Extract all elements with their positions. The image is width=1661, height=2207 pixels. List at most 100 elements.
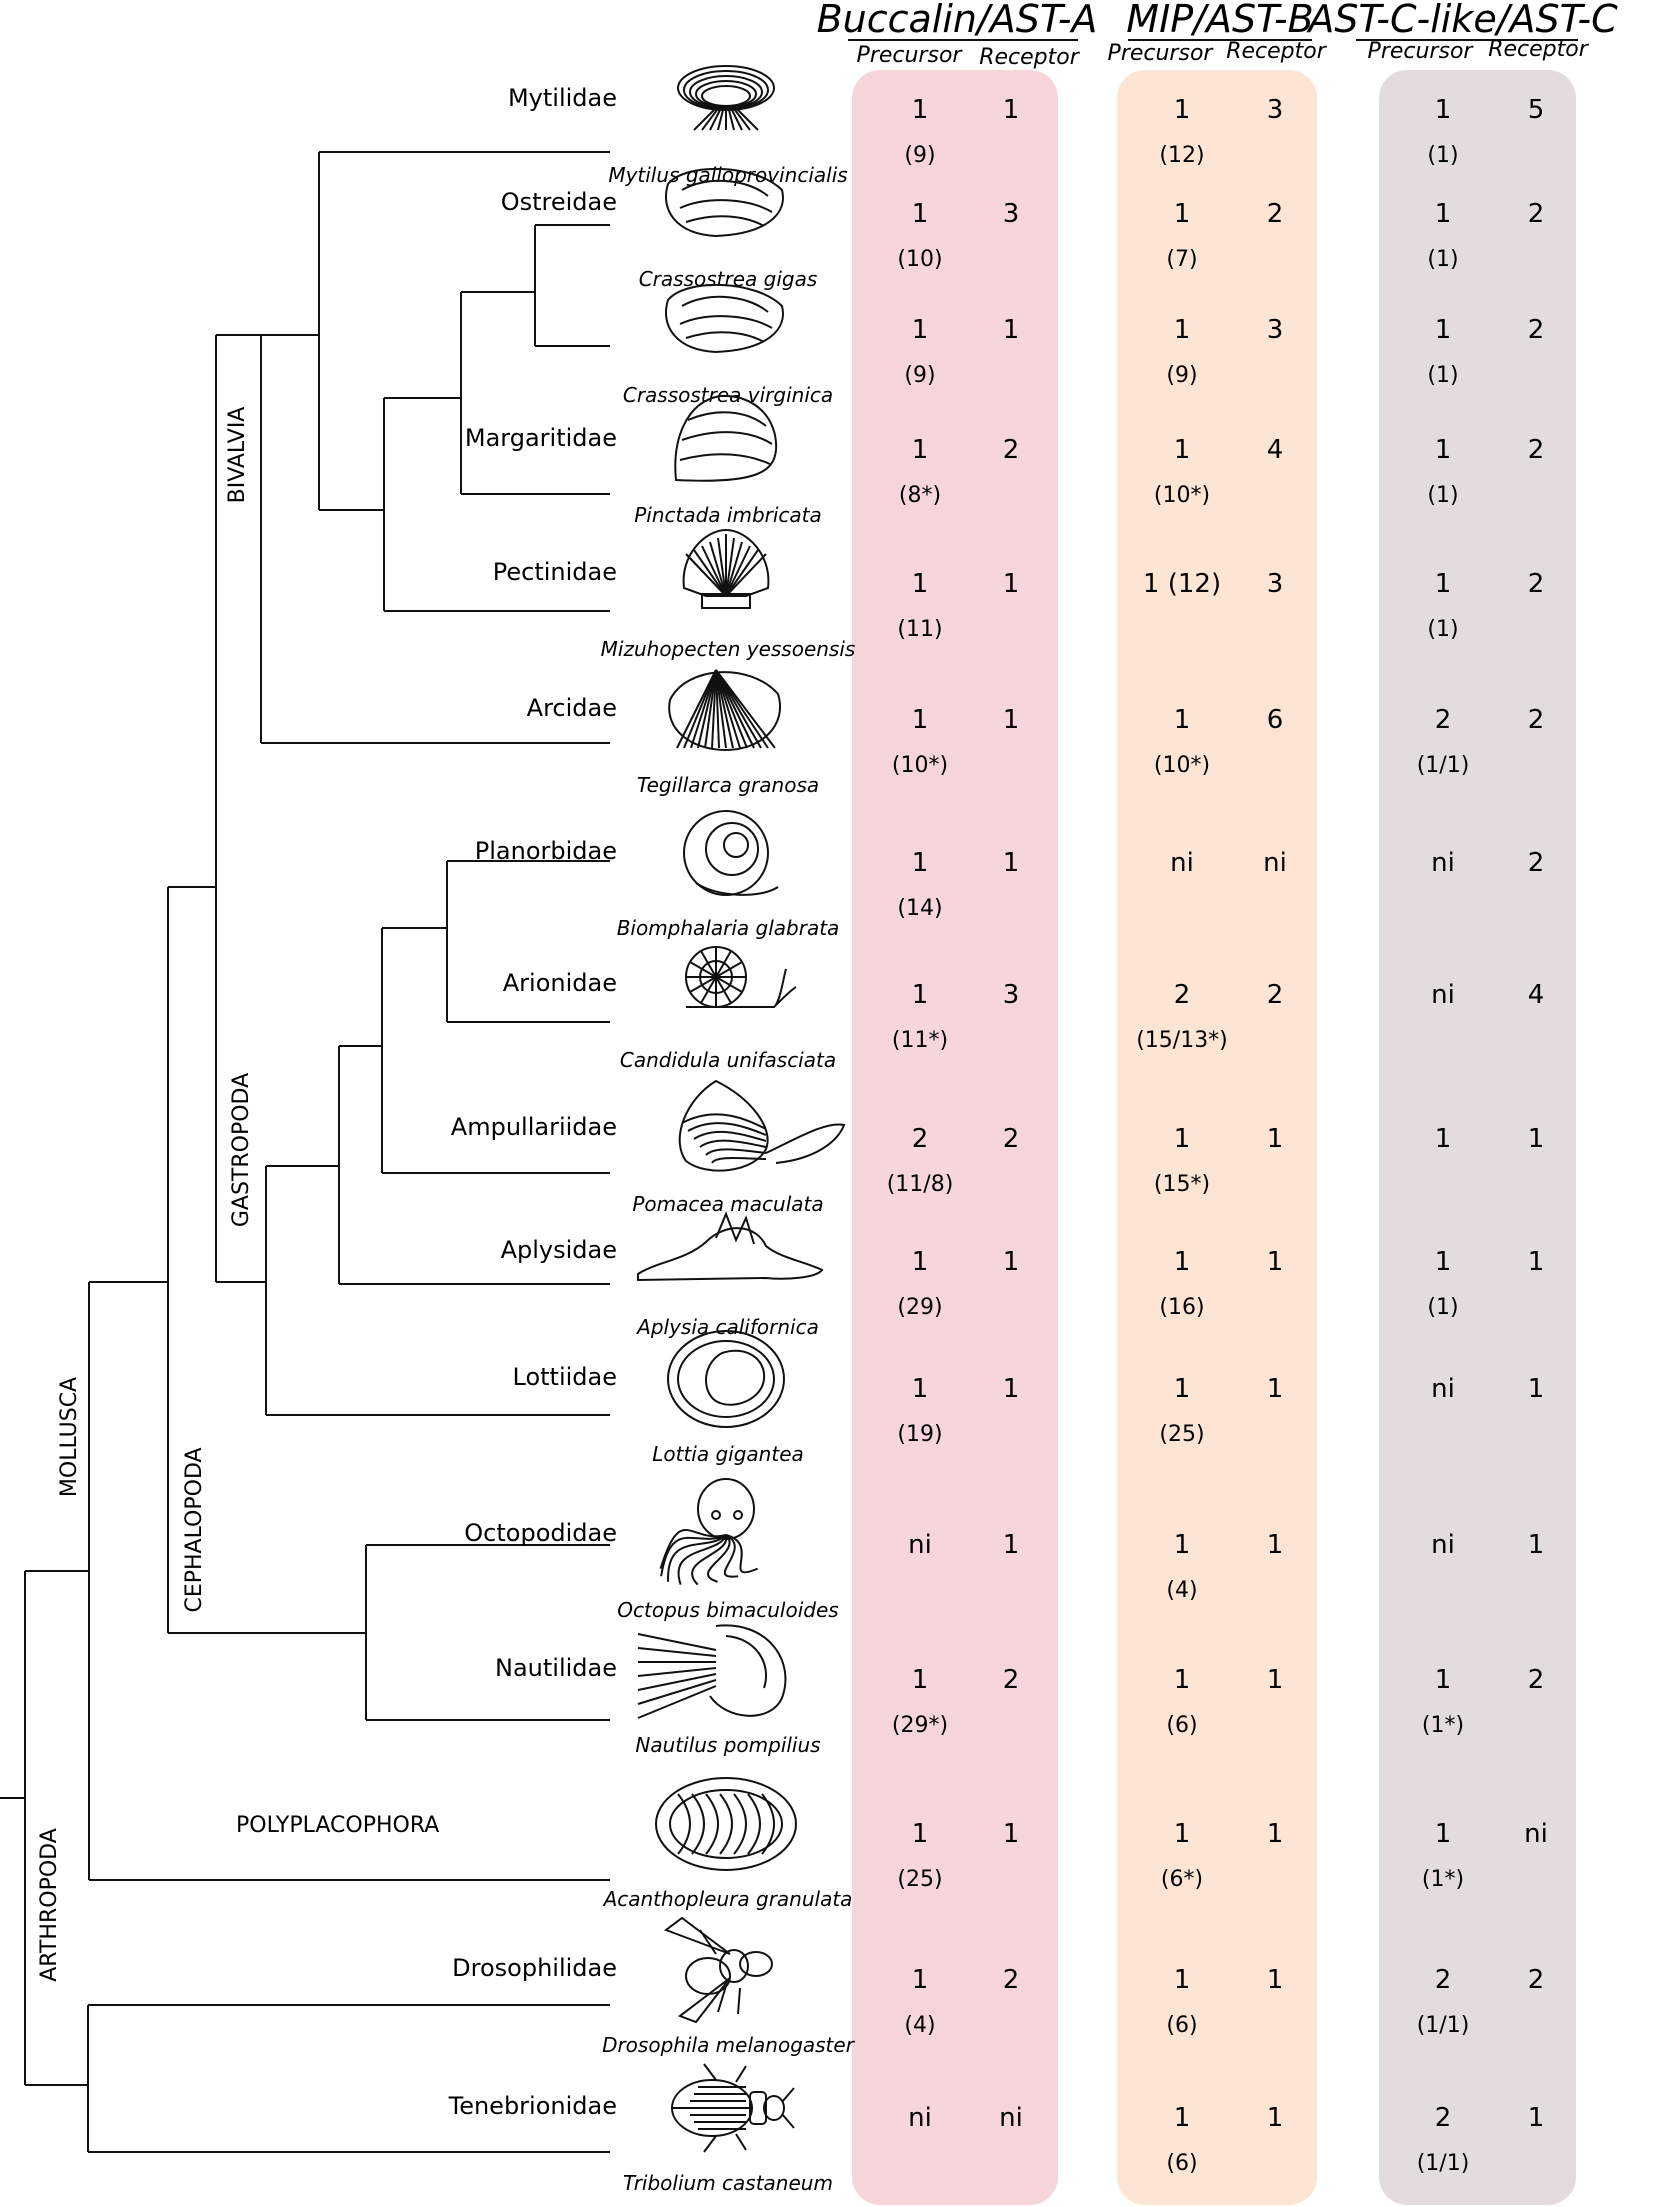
precursor-count-a: 1 xyxy=(912,1965,929,1995)
species-label: Tegillarca granosa xyxy=(637,773,819,797)
header-buccalin-ast-a: Buccalin/AST-A xyxy=(817,0,1098,41)
precursor-detail-b: (6) xyxy=(1166,2013,1197,2038)
receptor-count-b: 1 xyxy=(1267,1124,1284,1154)
octopus-icon xyxy=(659,1478,759,1586)
chiton-icon xyxy=(655,1777,797,1871)
receptor-count-c: 2 xyxy=(1528,199,1545,229)
receptor-count-c: 1 xyxy=(1528,1124,1545,1154)
precursor-count-a: 1 xyxy=(912,199,929,229)
precursor-detail-a: (11*) xyxy=(892,1028,948,1053)
receptor-count-a: 1 xyxy=(1003,569,1020,599)
precursor-detail-b: (10*) xyxy=(1154,753,1210,778)
receptor-count-b: 3 xyxy=(1267,95,1284,125)
receptor-count-c: 1 xyxy=(1528,1374,1545,1404)
precursor-detail-c: (1) xyxy=(1427,1295,1458,1320)
receptor-count-c: 2 xyxy=(1528,315,1545,345)
precursor-detail-c: (1/1) xyxy=(1417,2151,1470,2176)
species-label: Nautilus pompilius xyxy=(635,1733,820,1757)
family-label: Drosophilidae xyxy=(452,1954,617,1982)
family-label: Aplysidae xyxy=(501,1236,617,1264)
receptor-count-b: 1 xyxy=(1267,2103,1284,2133)
receptor-count-b: 1 xyxy=(1267,1965,1284,1995)
precursor-count-b: 1 xyxy=(1174,95,1191,125)
header-mip-ast-b: MIP/AST-B xyxy=(1126,0,1313,41)
receptor-count-c: 2 xyxy=(1528,848,1545,878)
precursor-count-c: 1 xyxy=(1435,95,1452,125)
receptor-count-a: 1 xyxy=(1003,1530,1020,1560)
precursor-count-c: 1 xyxy=(1435,199,1452,229)
precursor-count-b: 1 xyxy=(1174,315,1191,345)
receptor-count-a: 2 xyxy=(1003,1965,1020,1995)
precursor-count-a: ni xyxy=(908,2103,932,2133)
family-label: Tenebrionidae xyxy=(448,2092,617,2120)
land-snail-icon xyxy=(685,946,797,1008)
species-label: Pinctada imbricata xyxy=(634,503,822,527)
precursor-detail-c: (1/1) xyxy=(1417,2013,1470,2038)
receptor-count-b: 1 xyxy=(1267,1530,1284,1560)
ramshorn-snail-icon xyxy=(683,810,779,896)
receptor-count-a: 1 xyxy=(1003,848,1020,878)
precursor-detail-a: (11/8) xyxy=(887,1172,954,1197)
precursor-count-c: 1 xyxy=(1435,315,1452,345)
apple-snail-icon xyxy=(678,1079,846,1172)
precursor-detail-a: (14) xyxy=(897,896,942,921)
phylogenetic-tree xyxy=(0,151,610,2153)
precursor-count-a: 1 xyxy=(912,569,929,599)
header-c-receptor: Receptor xyxy=(1488,37,1590,62)
precursor-count-b: 1 xyxy=(1174,1530,1191,1560)
receptor-count-c: 1 xyxy=(1528,1530,1545,1560)
precursor-detail-a: (19) xyxy=(897,1422,942,1447)
receptor-count-b: 1 xyxy=(1267,1665,1284,1695)
clade-label-mollusca: MOLLUSCA xyxy=(57,1377,82,1497)
header-c-precursor: Precursor xyxy=(1368,39,1475,64)
receptor-count-a: 1 xyxy=(1003,1374,1020,1404)
clade-label-polyplacophora: POLYPLACOPHORA xyxy=(236,1813,439,1838)
column-background-b xyxy=(1117,70,1317,2205)
receptor-count-b: 1 xyxy=(1267,1819,1284,1849)
precursor-count-a: 1 xyxy=(912,1665,929,1695)
precursor-count-a: 1 xyxy=(912,1819,929,1849)
receptor-count-a: ni xyxy=(999,2103,1023,2133)
precursor-count-b: 1 (12) xyxy=(1143,569,1221,599)
precursor-detail-a: (29*) xyxy=(892,1713,948,1738)
receptor-count-b: 2 xyxy=(1267,199,1284,229)
precursor-count-b: 1 xyxy=(1174,1374,1191,1404)
precursor-count-a: 1 xyxy=(912,705,929,735)
header-ast-c: AST-C-like/AST-C xyxy=(1305,0,1618,41)
precursor-detail-a: (10) xyxy=(897,247,942,272)
clade-label-gastropoda: GASTROPODA xyxy=(229,1073,254,1227)
receptor-count-a: 1 xyxy=(1003,705,1020,735)
family-label: Pectinidae xyxy=(493,558,617,586)
receptor-count-a: 1 xyxy=(1003,1819,1020,1849)
receptor-count-b: 4 xyxy=(1267,435,1284,465)
clade-label-bivalvia: BIVALVIA xyxy=(225,407,250,504)
receptor-count-c: 2 xyxy=(1528,705,1545,735)
precursor-detail-b: (7) xyxy=(1166,247,1197,272)
family-label: Arionidae xyxy=(503,969,617,997)
pearl-oyster-shell-icon xyxy=(674,394,778,482)
header-b-receptor: Receptor xyxy=(1226,39,1328,64)
precursor-count-c: ni xyxy=(1431,1530,1455,1560)
precursor-count-b: 1 xyxy=(1174,2103,1191,2133)
receptor-count-a: 1 xyxy=(1003,95,1020,125)
precursor-count-a: 1 xyxy=(912,1247,929,1277)
species-label: Lottia gigantea xyxy=(652,1442,804,1466)
family-label: Ostreidae xyxy=(501,188,617,216)
precursor-detail-b: (9) xyxy=(1166,363,1197,388)
family-label: Mytilidae xyxy=(508,84,617,112)
precursor-count-a: 1 xyxy=(912,1374,929,1404)
precursor-count-b: 1 xyxy=(1174,705,1191,735)
precursor-count-b: 1 xyxy=(1174,1247,1191,1277)
family-label: Planorbidae xyxy=(475,837,617,865)
precursor-count-c: 1 xyxy=(1435,1247,1452,1277)
receptor-count-b: ni xyxy=(1263,848,1287,878)
receptor-count-a: 2 xyxy=(1003,435,1020,465)
species-label: Pomacea maculata xyxy=(632,1192,823,1216)
